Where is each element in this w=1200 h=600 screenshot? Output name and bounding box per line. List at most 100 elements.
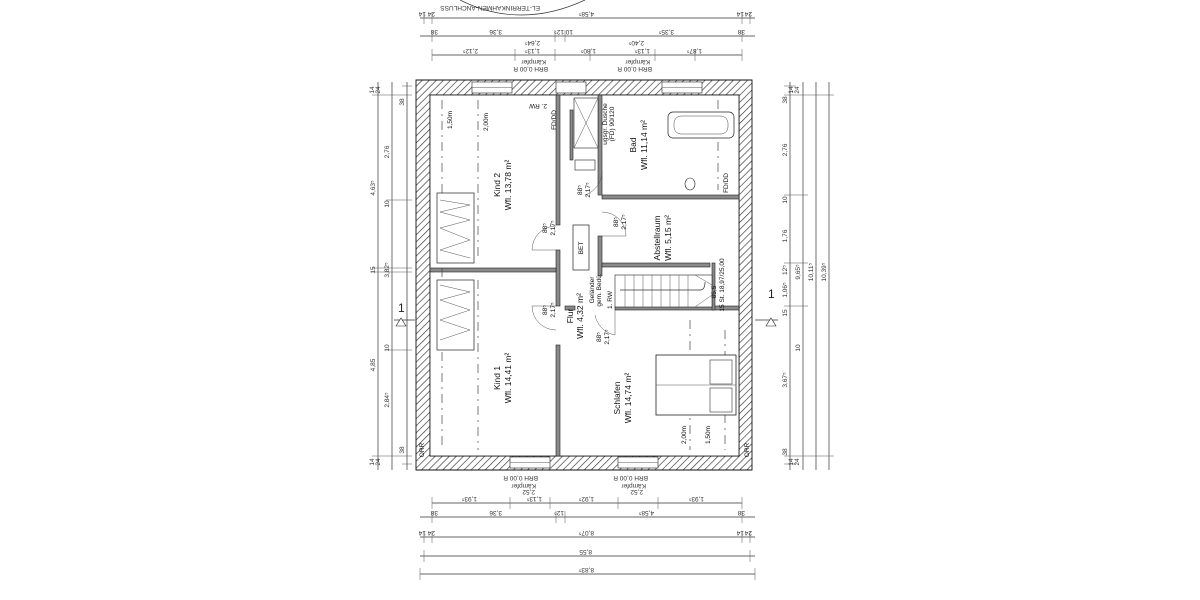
dim-right-1: 14: [788, 86, 795, 94]
door-1-height: 2,17⁵: [550, 220, 557, 236]
label-fd-dd-top: FD/DD: [551, 110, 558, 130]
dim-bot2-2: 12⁵: [554, 509, 564, 516]
label-bet: BET: [578, 242, 585, 255]
room-flur-area: Wfl. 4,32 m²: [575, 293, 585, 339]
windows-top: [471, 81, 703, 94]
dims-bottom: 1,93⁵ 2,52 1,13⁵ 1,92⁵ 2,52 1,93⁵ 38 3,3…: [418, 488, 756, 580]
door-label-5: 88⁵ 2,17⁵: [596, 329, 611, 345]
brh-top-left: BRH 0,00 R: [513, 65, 548, 72]
dim-left-10: 2,84⁵: [384, 392, 391, 408]
dim-right-10: 10,11⁵: [808, 262, 815, 281]
dim-bot3-1: 24: [427, 529, 435, 536]
dim-top1-3: 14: [736, 10, 744, 17]
dim-left-13: 24: [375, 458, 382, 466]
door-4-height: 2,17⁵: [621, 214, 628, 230]
label-stair-info: 15 St. 18,97/25,00: [719, 258, 726, 312]
dim-top2-4: 3,35⁵: [658, 28, 674, 35]
door-2-width: 88⁵: [542, 305, 549, 315]
washbasin: [574, 159, 596, 171]
room-bad-name: Bad: [628, 137, 638, 152]
dim-right-13: 10: [795, 344, 802, 352]
label-gelander-2: gem. Bedü.: [596, 273, 603, 306]
dim-right-12: 3,67⁵: [782, 372, 789, 388]
door-label-3: 88⁵ 2,17⁵: [577, 182, 592, 198]
dim-bot3-0: 14: [418, 529, 426, 536]
room-abstellraum: Abstellraum Wfl. 5,15 m²: [652, 215, 673, 261]
dim-right-14: 38: [782, 448, 789, 456]
dims-left: 14 24 38 2,76 4,63⁵ 10 15 3,82⁵ 10 4,85 …: [369, 82, 412, 470]
dim-left-1: 24: [375, 86, 382, 94]
dim-bot2-3: 4,58⁵: [638, 509, 654, 516]
door-swings: [531, 169, 627, 336]
schlafen-slope-a: 2,00m: [681, 426, 688, 444]
dim-left-9: 4,85: [370, 358, 377, 371]
bet-box: [572, 224, 590, 271]
schlafen-slope-b: 1,50m: [705, 426, 712, 444]
door-label-4: 88⁵ 2,17⁵: [613, 214, 628, 230]
kampfer-bottom-left: Kämpfer: [511, 482, 536, 489]
door-3-height: 2,17⁵: [585, 182, 592, 198]
bed: [655, 354, 737, 416]
dim-left-7: 3,82⁵: [384, 262, 391, 278]
section-marker-right: 1: [755, 287, 778, 327]
dim-right-9: 9,65⁵: [795, 264, 802, 280]
room-kind2-name: Kind 2: [492, 173, 502, 197]
kind2-slope-b: 2,00m: [483, 113, 490, 131]
label-rw2: 2. RW: [528, 102, 547, 109]
door-label-1: 88⁵ 2,17⁵: [542, 220, 557, 236]
dim-bot5-0: 8,83⁵: [578, 566, 594, 573]
dim-top2-0: 38: [430, 28, 438, 35]
bathtub: [667, 111, 735, 139]
shower: [573, 97, 599, 149]
door-1-width: 88⁵: [542, 223, 549, 233]
kampfer-top-right: Kämpfer: [625, 58, 650, 65]
dim-right-8: 15: [782, 309, 789, 317]
section-right-label: 1: [768, 287, 775, 301]
dim-left-2: 38: [399, 98, 406, 106]
label-gelander-1: Geländer: [589, 276, 596, 304]
dim-left-6: 15: [370, 266, 377, 274]
room-bad: Bad Wfl. 11,14 m²: [628, 120, 649, 170]
dim-bot2-1: 3,36: [489, 509, 502, 516]
dim-left-0: 14: [369, 86, 376, 94]
dim-top3-2: 2,64⁵: [524, 39, 540, 46]
dim-left-12: 14: [369, 458, 376, 466]
door-5-height: 2,17⁵: [604, 329, 611, 345]
dim-top3-5: 2,40⁵: [628, 39, 644, 46]
section-left-label: 1: [398, 301, 405, 315]
dim-top3-4: 1,13⁵: [634, 47, 650, 54]
dim-left-8: 10: [384, 344, 391, 352]
dim-left-5: 10: [384, 200, 391, 208]
label-rw1: 1. RW: [607, 290, 614, 309]
label-orr-left: ORR: [419, 442, 426, 457]
brh-bottom-right: BRH 0,00 R: [613, 474, 648, 481]
windows-bottom: [509, 456, 659, 469]
kampfer-top-left: Kämpfer: [521, 58, 546, 65]
top-arc: [459, 0, 586, 16]
room-schlafen-area: Wfl. 14,74 m²: [623, 373, 633, 424]
dim-right-16: 24: [794, 458, 801, 466]
staircase: [614, 274, 713, 308]
room-abstellraum-area: Wfl. 5,15 m²: [663, 215, 673, 261]
dim-right-15: 14: [788, 458, 795, 466]
brh-bottom-left: BRH 0,00 R: [503, 474, 538, 481]
room-flur: Flur Wfl. 4,32 m²: [565, 293, 585, 339]
dims-right: 38 14 24 2,76 10 1,76 12⁵ 1,06⁵ 15 9,65⁵…: [782, 82, 834, 470]
dim-right-11: 10,39⁵: [821, 262, 828, 281]
dim-bot3-3: 14: [736, 529, 744, 536]
dim-right-7: 1,06⁵: [782, 282, 789, 298]
interior-walls: [429, 94, 740, 457]
dim-right-3: 2,76: [782, 143, 789, 156]
dim-bot4-0: 8,55: [579, 548, 592, 555]
kind2-slope-a: 1,50m: [447, 111, 454, 129]
label-shower-size: (FD) 90/120: [609, 106, 616, 141]
label-orr-right: ORR: [744, 442, 751, 457]
dim-right-6: 12⁵: [782, 265, 789, 275]
label-stair-cut: 85,5: [711, 285, 718, 298]
room-abstellraum-name: Abstellraum: [652, 216, 662, 261]
room-bad-area: Wfl. 11,14 m²: [639, 120, 649, 170]
dim-top1-2: 4,58⁵: [578, 10, 594, 17]
dim-left-4: 4,63⁵: [370, 180, 377, 196]
kampfer-bottom-right: Kämpfer: [621, 482, 646, 489]
dim-left-3: 2,76: [384, 145, 391, 158]
